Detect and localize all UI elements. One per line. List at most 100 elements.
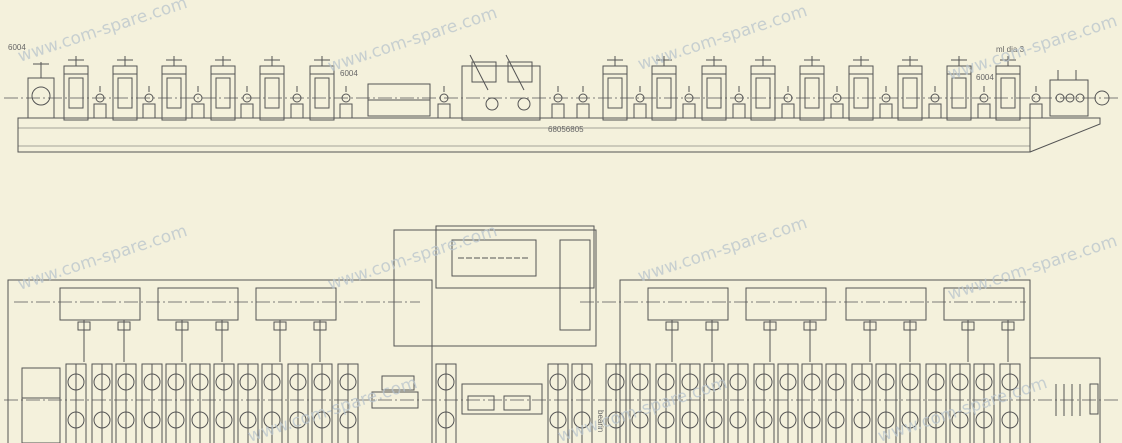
outlet-unit (1049, 70, 1110, 117)
plan-roll-stand (287, 363, 309, 443)
side-roll (339, 86, 353, 119)
plan-roll-stand (91, 363, 113, 443)
plan-separator (381, 375, 415, 391)
plan-roll-stand (237, 363, 259, 443)
gearbox-unit (647, 287, 729, 362)
gearbox-unit (845, 287, 927, 362)
roll-stand (161, 56, 187, 121)
plan-roll-stand (165, 363, 187, 443)
watermark-text: www.com-spare.com (945, 11, 1119, 85)
plan-turks-head (461, 383, 543, 415)
top-right-note: ml dia 3 (996, 45, 1025, 54)
side-roll (437, 86, 451, 119)
roll-stand (210, 56, 236, 121)
plan-roll-stand (999, 363, 1021, 443)
roll-stand (309, 56, 335, 121)
plan-roll-stand (703, 363, 725, 443)
bearing-label: bearin (596, 410, 605, 432)
right-code: 6004 (976, 73, 994, 82)
side-roll (290, 86, 304, 119)
turks-head (461, 54, 541, 121)
watermark-text: www.com-spare.com (325, 221, 499, 295)
plan-roll-stand (655, 363, 677, 443)
plan-roll-stand (825, 363, 847, 443)
plan-roll-stands (65, 363, 1021, 443)
forming-stands-right (602, 56, 1043, 121)
top-left-code: 6004 (8, 43, 26, 52)
plan-roll-stand (973, 363, 995, 443)
side-roll (633, 86, 647, 119)
gearbox-unit (255, 287, 337, 362)
forming-stands-left (63, 56, 590, 121)
plan-roll-stand (899, 363, 921, 443)
plan-roll-stand (851, 363, 873, 443)
side-roll (142, 86, 156, 119)
side-roll (191, 86, 205, 119)
plan-roll-stand (115, 363, 137, 443)
plan-outlet-frame (1029, 357, 1101, 443)
plan-roll-stand (605, 363, 627, 443)
roll-stand (701, 56, 727, 121)
side-roll (781, 86, 795, 119)
gearbox-unit (157, 287, 239, 362)
plan-roll-stand (337, 363, 359, 443)
plan-roll-stand (141, 363, 163, 443)
gearbox-unit (745, 287, 827, 362)
elevation-view (4, 54, 1118, 153)
roll-stand (848, 56, 874, 121)
watermark-text: www.com-spare.com (15, 0, 189, 67)
roll-stand (602, 56, 628, 121)
plan-roll-stand (189, 363, 211, 443)
roll-stand (946, 56, 972, 121)
roll-stand (651, 56, 677, 121)
plan-roll-stand (679, 363, 701, 443)
plan-roll-stand (213, 363, 235, 443)
side-roll (240, 86, 254, 119)
bottom-code: 68056805 (548, 125, 584, 134)
main-gearbox (393, 225, 597, 347)
side-roll (732, 86, 746, 119)
plan-roll-stand (875, 363, 897, 443)
gearbox-row-left (59, 287, 337, 362)
side-roll (682, 86, 696, 119)
watermark-text: www.com-spare.com (635, 1, 809, 75)
plan-roll-stand (261, 363, 283, 443)
plan-outlet-rolls (1055, 383, 1099, 416)
side-roll (830, 86, 844, 119)
watermark-text: www.com-spare.com (875, 373, 1049, 443)
watermark-text: www.com-spare.com (635, 213, 809, 287)
roll-stand (259, 56, 285, 121)
roll-stand (995, 56, 1021, 121)
plan-roll-stand (311, 363, 333, 443)
plan-roll-stand (435, 363, 457, 443)
gearbox-unit (943, 287, 1025, 362)
plan-roll-stand (727, 363, 749, 443)
watermark-text: www.com-spare.com (945, 231, 1119, 305)
plan-roll-stand (65, 363, 87, 443)
side-roll (928, 86, 942, 119)
plan-roll-stand (925, 363, 947, 443)
plan-roll-stand (547, 363, 569, 443)
roll-stand (63, 56, 89, 121)
roll-stand (750, 56, 776, 121)
mid-code: 6004 (340, 69, 358, 78)
plan-frame-left (7, 279, 433, 443)
plan-roll-stand (801, 363, 823, 443)
plan-view (4, 225, 1118, 443)
plan-roll-stand (777, 363, 799, 443)
roll-stand (799, 56, 825, 121)
gearbox-unit (59, 287, 141, 362)
roll-stand (897, 56, 923, 121)
side-roll (977, 86, 991, 119)
side-roll (576, 86, 590, 119)
plan-roll-stand (629, 363, 651, 443)
watermark-text: www.com-spare.com (15, 221, 189, 295)
plan-roll-stand (753, 363, 775, 443)
side-roll (551, 86, 565, 119)
side-roll (93, 86, 107, 119)
plan-inlet (21, 367, 61, 443)
plan-roll-stand (949, 363, 971, 443)
base-frame (17, 117, 1031, 153)
roll-stand (112, 56, 138, 121)
